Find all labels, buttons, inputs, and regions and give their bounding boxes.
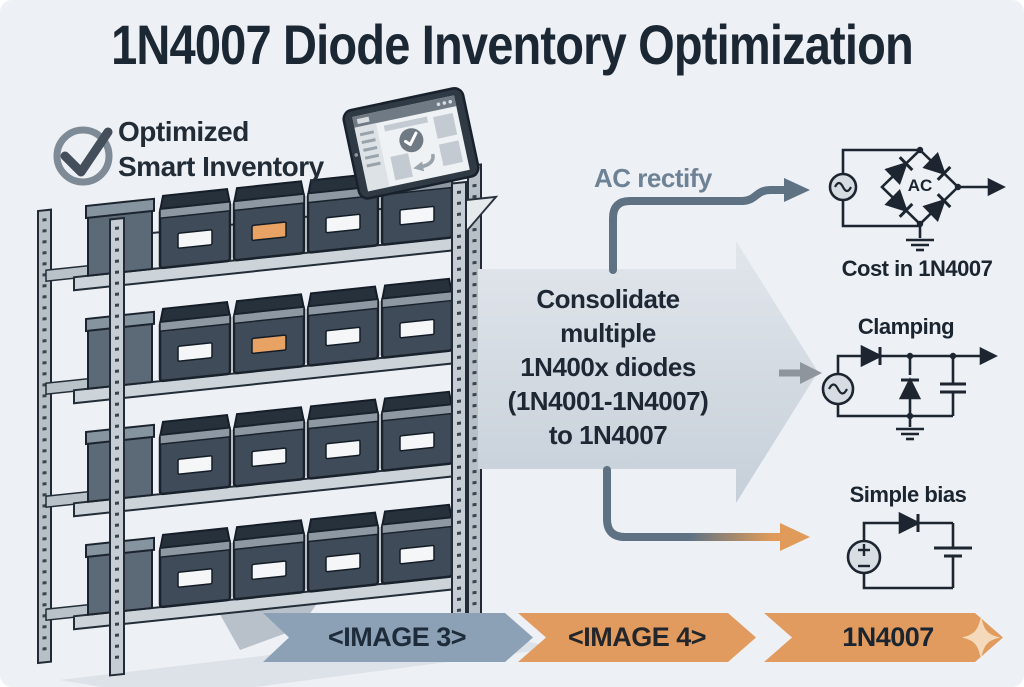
process-banner — [263, 613, 1003, 662]
ac-rectify-connector — [609, 178, 810, 274]
clamping-circuit — [821, 345, 997, 441]
shelf-illustration — [37, 163, 499, 677]
shelf-row-2 — [45, 277, 469, 405]
clamping-title: Clamping — [857, 314, 955, 339]
page-title: 1N4007 Diode Inventory Optimization — [111, 13, 914, 76]
consolidate-line: (1N4001-1N4007) — [507, 386, 709, 416]
bridge-rectifier-circuit — [828, 146, 1005, 252]
bin-label — [325, 439, 361, 460]
bridge-caption: Cost in 1N4007 — [841, 256, 993, 281]
bin-label — [325, 326, 361, 347]
badge-line-1: Optimized — [118, 116, 249, 147]
shelf-row-3 — [45, 390, 469, 518]
simple-bias-connector — [603, 466, 810, 551]
shelf-back-left-post — [37, 208, 52, 665]
bin-label — [325, 213, 361, 234]
shelf-row-4 — [45, 503, 469, 631]
bin-label — [177, 455, 213, 475]
bin-label — [399, 544, 435, 565]
consolidate-line: 1N400x diodes — [520, 352, 696, 382]
consolidate-arrow-text: Consolidate multiple 1N400x diodes (1N40… — [479, 282, 737, 452]
bin-label-highlighted — [251, 334, 287, 355]
simple-bias-title: Simple bias — [849, 482, 967, 507]
bin-label — [399, 318, 435, 339]
sparkle-icon — [962, 616, 1000, 659]
simple-bias-arrowhead-icon — [780, 523, 810, 551]
bin-label-highlighted — [251, 221, 287, 242]
bin-label — [399, 205, 435, 226]
bin-label — [251, 560, 287, 581]
tablet-camera-dot — [354, 153, 359, 157]
banner-step-3-label: 1N4007 — [842, 622, 934, 652]
banner-step-2-label: <IMAGE 4> — [567, 622, 707, 652]
ac-rectify-label: AC rectify — [594, 163, 712, 193]
optimized-badge-label: Optimized Smart Inventory — [118, 114, 324, 184]
badge-line-2: Smart Inventory — [118, 151, 324, 182]
banner-step-2 — [518, 613, 756, 662]
consolidate-line: Consolidate — [536, 284, 680, 314]
ac-rectify-arrowhead-icon — [784, 178, 810, 202]
banner-step-1-label: <IMAGE 3> — [327, 622, 467, 652]
bin-label — [177, 229, 213, 249]
tablet-topbar — [352, 95, 457, 128]
consolidate-line: multiple — [560, 318, 656, 348]
bin-label — [177, 568, 213, 588]
clamping-arrowhead-icon — [800, 362, 822, 384]
simple-bias-circuit — [846, 512, 972, 590]
banner-step-3 — [764, 613, 1003, 662]
optimized-check-icon — [53, 126, 113, 186]
bin-label — [177, 342, 213, 362]
consolidate-line: to 1N4007 — [548, 420, 668, 450]
tablet-illustration — [342, 87, 480, 200]
bin-label — [399, 431, 435, 452]
banner-step-1 — [263, 613, 533, 662]
bridge-center-label: AC — [907, 176, 933, 195]
bin-label — [251, 447, 287, 468]
bin-label — [325, 552, 361, 573]
consolidate-arrow-shape — [478, 241, 818, 503]
clamping-connector — [779, 362, 822, 384]
